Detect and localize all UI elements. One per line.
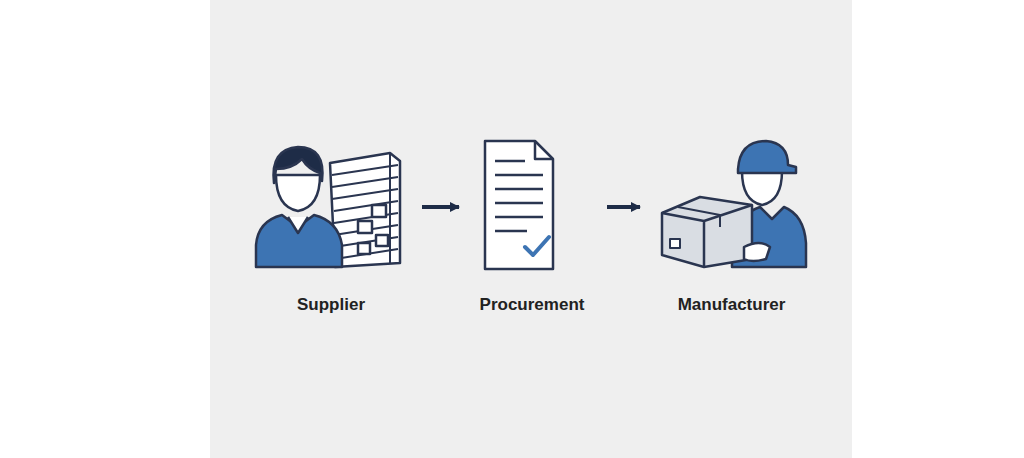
node-icon <box>250 135 412 275</box>
node-label: Supplier <box>246 295 416 315</box>
flow-arrow <box>422 205 459 209</box>
node-label: Manufacturer <box>644 295 819 315</box>
node-icon <box>648 135 815 275</box>
node-icon <box>467 135 597 275</box>
supplier-node: Supplier <box>246 135 416 320</box>
node-label: Procurement <box>463 295 601 315</box>
flow-arrow <box>607 205 640 209</box>
manufacturer-node: Manufacturer <box>644 135 819 320</box>
procurement-node: Procurement <box>463 135 601 320</box>
